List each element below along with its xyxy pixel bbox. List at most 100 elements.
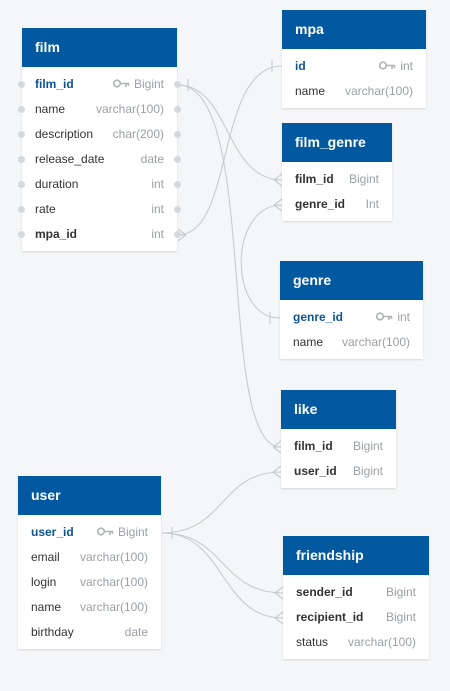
column-name: film_id xyxy=(295,172,334,186)
column-type: Bigint xyxy=(348,172,379,186)
many-marker xyxy=(272,465,282,479)
column-row[interactable]: name varchar(100) xyxy=(280,330,423,355)
column-row[interactable]: film_id Bigint xyxy=(281,434,396,459)
many-marker xyxy=(272,440,282,454)
column-name: film_id xyxy=(294,439,333,453)
primary-key-icon xyxy=(376,312,393,321)
column-type: int xyxy=(151,202,164,216)
column-type: int xyxy=(400,59,413,73)
column-name: recipient_id xyxy=(296,610,364,624)
column-type: Int xyxy=(365,197,379,211)
column-type: int xyxy=(151,227,164,241)
column-type: int xyxy=(397,310,410,324)
column-type: date xyxy=(140,152,164,166)
column-type: Bigint xyxy=(352,439,383,453)
column-row[interactable]: name varchar(100) xyxy=(18,595,161,620)
column-name: name xyxy=(31,600,62,614)
column-name: film_id xyxy=(35,77,74,91)
table-header[interactable]: user xyxy=(18,476,161,515)
primary-key-icon xyxy=(96,527,114,536)
connector-dot xyxy=(174,106,181,113)
column-type: Bigint xyxy=(352,464,383,478)
table-header[interactable]: film_genre xyxy=(282,123,392,162)
connector-dot xyxy=(18,231,25,238)
connector-dot xyxy=(174,231,181,238)
primary-key-icon xyxy=(379,61,396,70)
table-genre[interactable]: genre genre_id int name varchar(100) xyxy=(280,261,423,359)
table-header[interactable]: genre xyxy=(280,261,423,300)
column-type: int xyxy=(151,177,164,191)
column-row[interactable]: birthday date xyxy=(18,620,161,645)
column-name: mpa_id xyxy=(35,227,78,241)
connector-dot xyxy=(174,131,181,138)
column-row[interactable]: status varchar(100) xyxy=(283,630,429,655)
table-header[interactable]: film xyxy=(22,28,177,67)
column-type: Bigint xyxy=(133,77,164,91)
connector-dot xyxy=(18,181,25,188)
column-name: duration xyxy=(35,177,79,191)
connector-dot xyxy=(18,156,25,163)
column-row[interactable]: film_id Bigint xyxy=(18,72,181,97)
column-name: genre_id xyxy=(293,310,344,324)
column-row[interactable]: login varchar(100) xyxy=(18,570,161,595)
column-type: varchar(100) xyxy=(79,575,148,589)
column-row[interactable]: rate int xyxy=(18,197,181,222)
primary-key-icon xyxy=(112,79,130,88)
column-row[interactable]: duration int xyxy=(18,172,181,197)
column-name: birthday xyxy=(31,625,74,639)
many-marker xyxy=(273,198,283,212)
column-type: varchar(100) xyxy=(79,550,148,564)
connector-dot xyxy=(18,131,25,138)
many-marker xyxy=(274,611,284,625)
column-type: Bigint xyxy=(117,525,148,539)
connector-dot xyxy=(174,81,181,88)
relationship-line-user-friendship-sender xyxy=(161,532,284,594)
column-row[interactable]: genre_id int xyxy=(280,305,423,330)
relationship-line-genre-film-genre xyxy=(240,204,283,319)
column-type: varchar(100) xyxy=(341,335,410,349)
column-name: rate xyxy=(35,202,56,216)
relationship-line-user-like xyxy=(161,471,282,534)
relationship-line-film-film-genre xyxy=(177,84,283,181)
column-type: date xyxy=(124,625,148,639)
column-type: varchar(100) xyxy=(79,600,148,614)
column-row[interactable]: id int xyxy=(282,54,426,79)
column-name: status xyxy=(296,635,329,649)
table-film-genre[interactable]: film_genre film_id Bigint genre_id Int xyxy=(282,123,392,221)
column-row[interactable]: film_id Bigint xyxy=(282,167,392,192)
column-name: id xyxy=(295,59,306,73)
column-type: char(200) xyxy=(112,127,164,141)
column-type: Bigint xyxy=(385,585,416,599)
column-row[interactable]: user_id Bigint xyxy=(18,520,161,545)
column-name: user_id xyxy=(31,525,74,539)
column-type: varchar(100) xyxy=(347,635,416,649)
connector-dot xyxy=(18,206,25,213)
connector-dot xyxy=(174,206,181,213)
table-header[interactable]: mpa xyxy=(282,10,426,49)
column-name: genre_id xyxy=(295,197,346,211)
column-name: login xyxy=(31,575,57,589)
relationship-line-film-mpa xyxy=(177,65,283,236)
column-name: name xyxy=(293,335,324,349)
column-row[interactable]: mpa_id int xyxy=(18,222,181,247)
table-header[interactable]: like xyxy=(281,390,396,429)
connector-dot xyxy=(18,81,25,88)
many-marker xyxy=(273,173,283,187)
column-row[interactable]: genre_id Int xyxy=(282,192,392,217)
table-header[interactable]: friendship xyxy=(283,536,429,575)
relationship-line-user-friendship-recipient xyxy=(161,532,284,619)
column-name: name xyxy=(295,84,326,98)
